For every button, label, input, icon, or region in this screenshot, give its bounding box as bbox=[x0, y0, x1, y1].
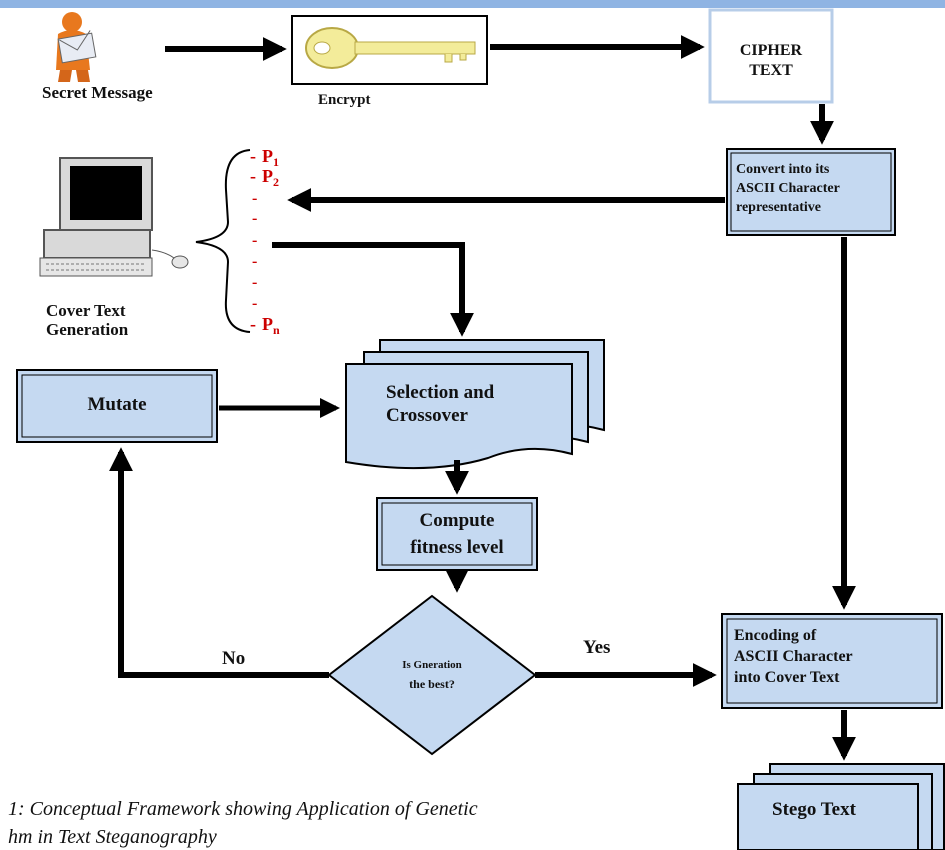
stego-text-box bbox=[737, 763, 945, 850]
cipher-text-label-2: TEXT bbox=[749, 62, 793, 79]
population-brace bbox=[195, 149, 251, 333]
svg-text:-: - bbox=[252, 210, 257, 227]
population-p2: P2 bbox=[262, 166, 279, 189]
svg-text:-: - bbox=[252, 274, 257, 291]
svg-text:-: - bbox=[250, 314, 256, 334]
arrow-no-to-mutate bbox=[109, 447, 329, 678]
encoding-label-2: ASCII Character bbox=[734, 648, 853, 665]
svg-text:-: - bbox=[250, 146, 256, 166]
selection-crossover-label-2: Crossover bbox=[386, 405, 469, 426]
compute-fitness-label-1: Compute bbox=[420, 510, 495, 531]
svg-text:-: - bbox=[252, 295, 257, 312]
encoding-label-3: into Cover Text bbox=[734, 669, 840, 686]
convert-ascii-label-2: ASCII Character bbox=[736, 181, 840, 196]
convert-ascii-label-3: representative bbox=[736, 200, 821, 215]
secret-message-label: Secret Message bbox=[42, 83, 153, 102]
decision-label-2: the best? bbox=[409, 677, 455, 691]
figure-caption-line-1: 1: Conceptual Framework showing Applicat… bbox=[8, 798, 478, 820]
figure-caption-line-2: hm in Text Steganography bbox=[8, 826, 217, 848]
encoding-box bbox=[721, 613, 943, 709]
key-icon bbox=[305, 27, 476, 69]
compute-fitness-label-2: fitness level bbox=[410, 537, 503, 558]
convert-ascii-label-1: Convert into its bbox=[736, 162, 830, 177]
svg-text:-: - bbox=[252, 253, 257, 270]
cipher-text-box bbox=[708, 8, 834, 104]
selection-crossover-box bbox=[345, 339, 605, 470]
svg-text:-: - bbox=[252, 232, 257, 249]
cover-text-generation-label-2: Generation bbox=[46, 320, 129, 339]
encoding-label-1: Encoding of bbox=[734, 627, 817, 644]
decision-label-1: Is Gneration bbox=[402, 659, 462, 671]
population-list: - P1 - P2 - - - - - - - Pn bbox=[250, 146, 280, 337]
population-pn: Pn bbox=[262, 314, 280, 337]
person-envelope-icon bbox=[56, 12, 97, 82]
mutate-box bbox=[16, 369, 218, 443]
decision-diamond bbox=[327, 594, 537, 756]
selection-crossover-label-1: Selection and bbox=[386, 382, 495, 403]
cover-text-generation-label-1: Cover Text bbox=[46, 301, 126, 320]
encrypt-label: Encrypt bbox=[318, 92, 371, 108]
population-p1: P1 bbox=[262, 146, 279, 169]
mutate-label: Mutate bbox=[87, 394, 146, 415]
stego-text-label: Stego Text bbox=[772, 799, 857, 820]
compute-fitness-box bbox=[376, 497, 538, 571]
yes-label: Yes bbox=[583, 637, 610, 658]
arrow-population-to-selection bbox=[272, 242, 474, 337]
cipher-text-label-1: CIPHER bbox=[740, 42, 803, 59]
convert-ascii-box bbox=[726, 148, 896, 236]
svg-text:-: - bbox=[250, 166, 256, 186]
no-label: No bbox=[222, 648, 245, 669]
top-bar bbox=[0, 0, 945, 8]
computer-icon bbox=[39, 157, 189, 277]
svg-text:-: - bbox=[252, 190, 257, 207]
